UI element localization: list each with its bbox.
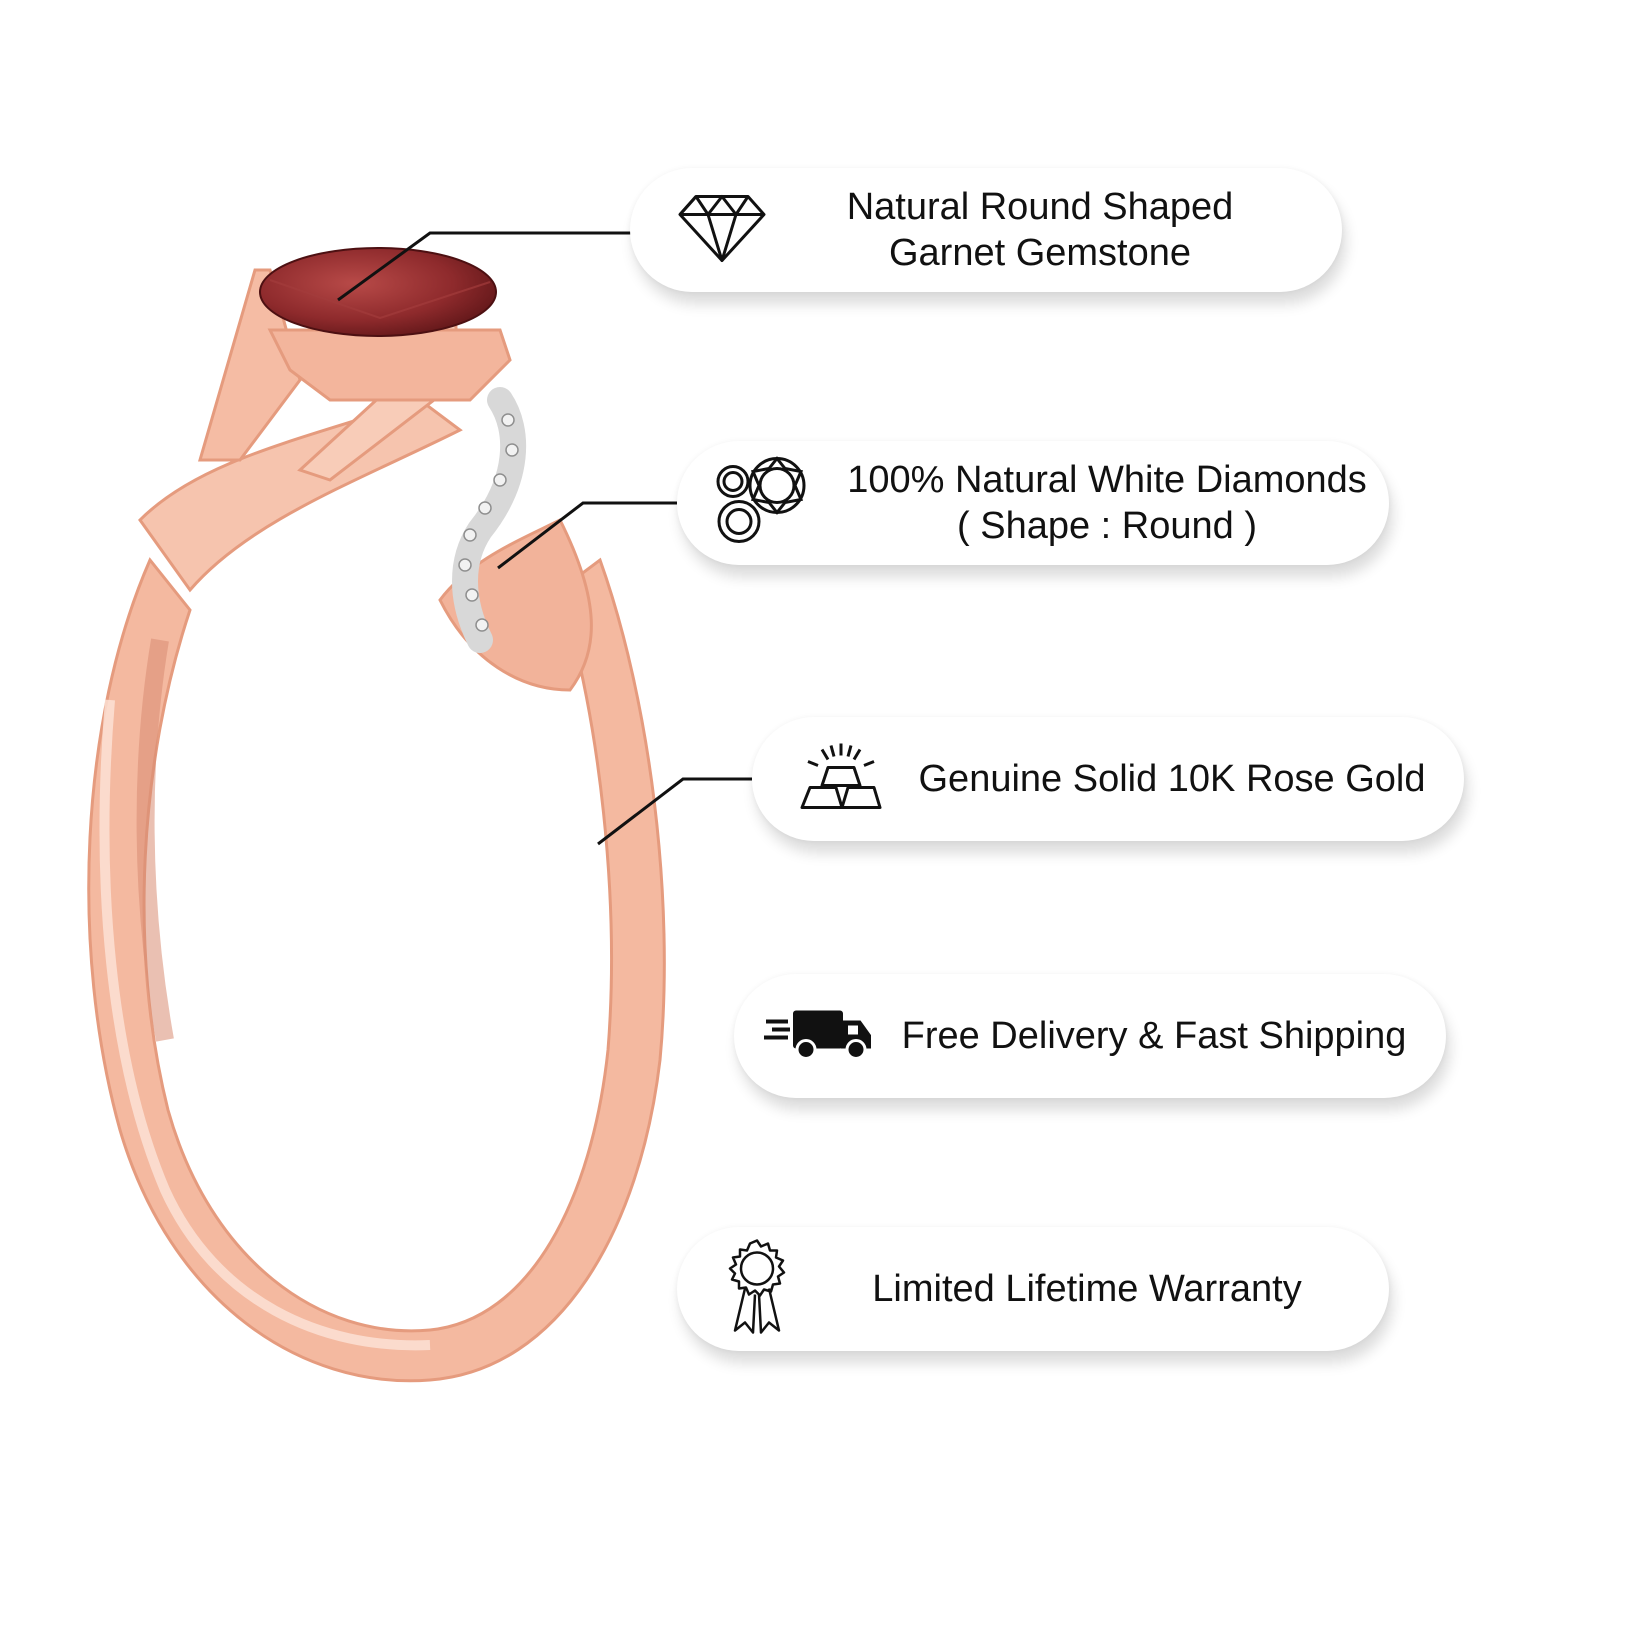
delivery-truck-icon [764,1006,872,1067]
feature-warranty-text: Limited Lifetime Warranty [807,1266,1367,1312]
feature-diamonds-line-2: ( Shape : Round ) [957,505,1257,547]
accent-diamond-row [452,387,527,653]
feature-delivery-line-1: Free Delivery & Fast Shipping [901,1015,1407,1057]
feature-delivery: Free Delivery & Fast Shipping [734,974,1446,1098]
feature-gold-text: Genuine Solid 10K Rose Gold [902,756,1442,802]
feature-delivery-text: Free Delivery & Fast Shipping [884,1013,1424,1059]
ring-shoulder-left [138,398,463,593]
feature-gold: Genuine Solid 10K Rose Gold [752,717,1464,841]
feature-diamonds-text: 100% Natural White Diamonds ( Shape : Ro… [827,457,1387,549]
ring-band-highlight [99,699,431,1351]
feature-warranty: Limited Lifetime Warranty [677,1227,1389,1351]
ring-prong-left [198,268,302,462]
feature-gemstone-text: Natural Round Shaped Garnet Gemstone [760,184,1320,276]
feature-diamonds: 100% Natural White Diamonds ( Shape : Ro… [677,441,1389,565]
diamond-icon [678,193,766,268]
accent-diamonds [458,413,519,632]
feature-gemstone: Natural Round Shaped Garnet Gemstone [630,168,1342,292]
feature-gemstone-line-2: Garnet Gemstone [888,232,1192,274]
award-ribbon-icon [725,1239,789,1340]
round-diamonds-icon [715,456,809,551]
gold-bars-icon [798,742,884,817]
feature-warranty-line-1: Limited Lifetime Warranty [872,1268,1302,1310]
ring-band-inner-shadow [136,638,174,1042]
ring-band-outer [87,557,666,1383]
feature-diamonds-line-1: 100% Natural White Diamonds [847,459,1367,501]
feature-gemstone-line-1: Natural Round Shaped [846,186,1234,228]
feature-gold-line-1: Genuine Solid 10K Rose Gold [918,758,1426,800]
ring-gallery [267,328,512,402]
